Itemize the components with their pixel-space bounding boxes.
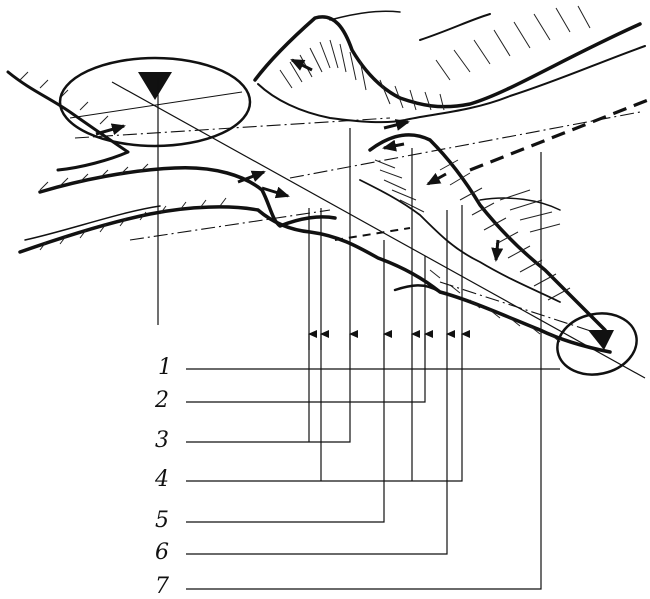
station-ellipse-right [552, 306, 643, 381]
ridge-small-b [330, 11, 400, 20]
ridge-left-lower [20, 207, 610, 352]
flow-arrow-7 [428, 174, 446, 184]
ridge-central-lower [258, 46, 645, 122]
leader-3 [186, 128, 350, 442]
ridge-left-middle [40, 168, 335, 226]
flow-arrow-5 [384, 122, 408, 128]
callout-label-5: 5 [155, 510, 169, 532]
callout-label-6: 6 [155, 542, 169, 564]
sight-line-main [112, 82, 645, 378]
leader-5 [186, 240, 384, 522]
flow-arrow-8 [496, 240, 498, 260]
leader-4 [186, 205, 462, 481]
axis-line-lower [130, 210, 330, 240]
survey-geometry [60, 58, 648, 382]
callout-label-4: 4 [155, 469, 169, 491]
axis-line-middle [290, 112, 640, 178]
axis-line-right [440, 282, 600, 334]
ridge-spur-inner [360, 180, 560, 302]
callout-label-2: 2 [155, 390, 169, 412]
relief-hatching [20, 6, 590, 342]
ridge-left-lower-edge [25, 206, 160, 240]
station-triangle-left [138, 72, 172, 100]
leader-6 [186, 210, 447, 554]
callout-label-1: 1 [158, 357, 172, 379]
flow-arrow-1 [96, 126, 124, 134]
flow-arrow-4 [292, 60, 312, 70]
terrain-relief [8, 11, 645, 352]
callout-label-3: 3 [155, 430, 169, 452]
ridge-small-c [420, 14, 490, 40]
leader-2 [186, 256, 425, 402]
ridge-spur [370, 135, 605, 330]
dashed-boundary-lower [335, 228, 410, 240]
leader-lines [186, 128, 560, 589]
callout-label-7: 7 [155, 576, 169, 598]
flow-arrow-6 [384, 144, 404, 148]
leader-7 [186, 152, 541, 589]
dashed-boundary [470, 100, 648, 170]
